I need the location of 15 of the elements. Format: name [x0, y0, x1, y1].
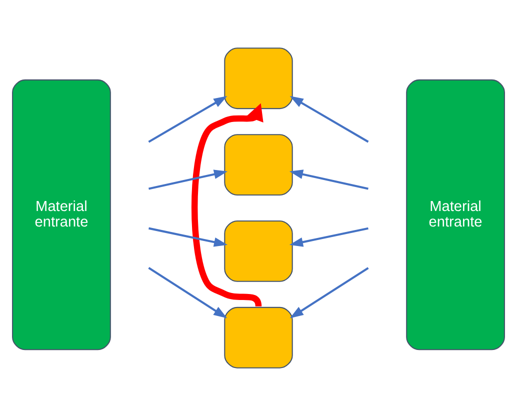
arrow	[290, 267, 369, 318]
arrow	[148, 170, 228, 190]
arrow	[148, 96, 228, 143]
node-box	[224, 220, 293, 282]
arrow	[191, 103, 264, 307]
arrow	[289, 170, 368, 190]
arrow	[289, 227, 368, 247]
node-box	[224, 134, 293, 196]
arrow	[148, 227, 228, 247]
arrow	[290, 96, 369, 143]
node-box: Material entrante	[406, 79, 505, 350]
node-box	[224, 306, 293, 368]
node-box	[224, 48, 293, 110]
node-box: Material entrante	[12, 79, 111, 350]
arrow	[148, 267, 228, 318]
